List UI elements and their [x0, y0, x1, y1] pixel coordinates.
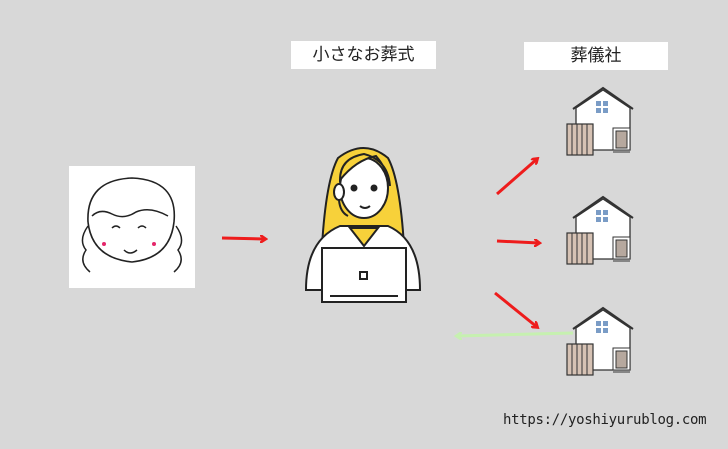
arrow-reply-to-service [457, 331, 574, 336]
service-label: 小さなお葬式 [291, 41, 436, 69]
arrow-to-funeral-home-2 [496, 241, 539, 243]
arrow-to-funeral-home-3 [494, 291, 537, 327]
arrow-customer-to-service [221, 238, 265, 239]
source-url: https://yoshiyurublog.com [503, 412, 707, 428]
arrow-to-funeral-home-1 [496, 159, 537, 196]
operator-illustration [304, 147, 422, 303]
funeral-home-3 [566, 307, 634, 376]
funeral-home-1 [566, 87, 634, 156]
funeral-home-2 [566, 196, 634, 265]
customer-illustration [69, 166, 195, 288]
funeral-homes-label: 葬儀社 [524, 42, 668, 70]
